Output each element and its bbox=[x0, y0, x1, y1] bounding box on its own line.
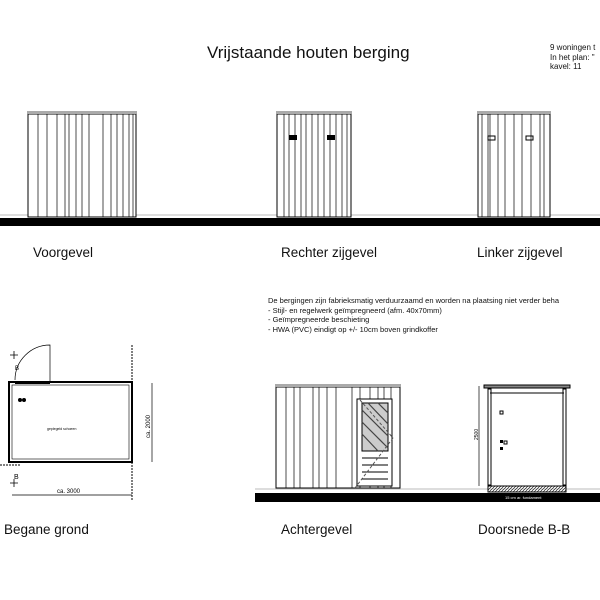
section-bb: 2500 15 cm ar. fundament bbox=[474, 384, 571, 500]
drawing-title: Vrijstaande houten berging bbox=[207, 43, 410, 62]
width-dimension: ca. 3000 bbox=[57, 489, 81, 495]
info-line: kavel: 11 bbox=[550, 62, 582, 71]
construction-notes: De bergingen zijn fabrieksmatig verduurz… bbox=[268, 296, 559, 334]
label-achtergevel: Achtergevel bbox=[281, 522, 353, 537]
label-doorsnede: Doorsnede B-B bbox=[478, 522, 571, 537]
label-linker-zijgevel: Linker zijgevel bbox=[477, 245, 563, 260]
info-line: 9 woningen t bbox=[550, 43, 596, 52]
elevation-linker-zijgevel bbox=[477, 111, 551, 218]
vent-icon bbox=[327, 135, 335, 140]
section-mark-top: B bbox=[15, 366, 19, 372]
vent-icon bbox=[525, 135, 534, 141]
note-line: - Geïmpregneerde beschieting bbox=[268, 315, 370, 324]
info-line: In het plan: " bbox=[550, 52, 595, 62]
ground-band bbox=[0, 218, 600, 226]
floor-plan: B B geplegeld schoeen ca. 3000 ca. 2000 bbox=[0, 344, 153, 500]
note-line: - Stijl- en regelwerk geïmpregneerd (afm… bbox=[268, 305, 442, 315]
section-base-note: 15 cm ar. fundament bbox=[505, 495, 542, 500]
room-label: geplegeld schoeen bbox=[47, 427, 76, 431]
vent-icon bbox=[487, 135, 496, 141]
vent-icon bbox=[289, 135, 297, 140]
label-begane-grond: Begane grond bbox=[4, 522, 89, 537]
label-voorgevel: Voorgevel bbox=[33, 245, 94, 260]
label-rechter-zijgevel: Rechter zijgevel bbox=[281, 245, 378, 260]
ground-band bbox=[255, 493, 600, 502]
depth-dimension: ca. 2000 bbox=[146, 414, 152, 438]
rear-door bbox=[354, 398, 394, 489]
note-line: - HWA (PVC) eindigt op +/- 10cm boven gr… bbox=[268, 324, 438, 334]
elevation-voorgevel bbox=[27, 111, 137, 218]
project-info: 9 woningen t In het plan: " kavel: 11 bbox=[550, 43, 595, 72]
elevation-rechter-zijgevel bbox=[276, 111, 352, 218]
section-height-dim: 2500 bbox=[474, 429, 480, 440]
note-line: De bergingen zijn fabrieksmatig verduurz… bbox=[268, 296, 560, 305]
section-mark-bottom: B bbox=[14, 474, 19, 481]
